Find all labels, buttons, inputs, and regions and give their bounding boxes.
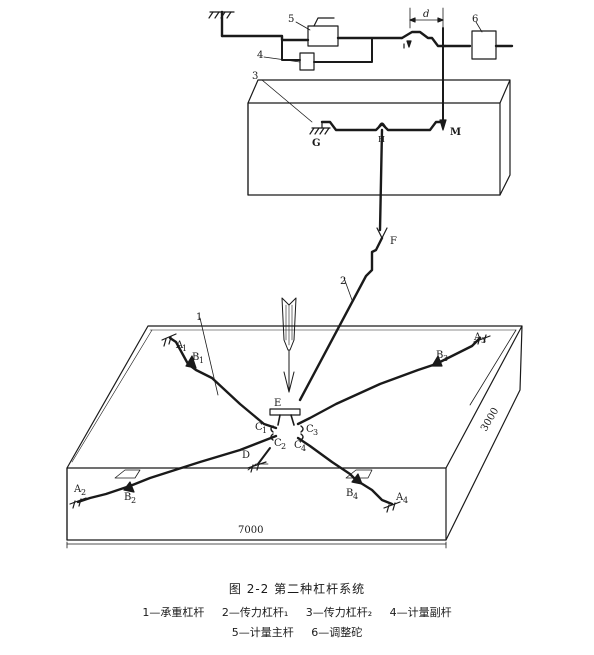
label-c2-sub: 2 [281,442,286,451]
legend-item-2: 2—传力杠杆₁ [221,606,289,619]
pivot-knife-edge [403,40,412,49]
legend-item-5: 5—计量主杆 [231,626,294,639]
ground-support-d [247,447,271,473]
label-part-1: 1 [196,312,202,323]
metering-main-lever [220,17,514,60]
label-b1: B [192,352,199,363]
label-b2-sub: 2 [131,496,136,505]
label-h: H [378,135,385,144]
label-c2: C [274,438,282,449]
ground-support-a2 [69,497,87,509]
figure-legend-line-2: 5—计量主杆 6—调整砣 [0,624,594,640]
figure-caption-title: 图 2-2 第二种杠杆系统 [228,582,366,596]
top-ground-support [208,10,235,38]
label-dimension-d: d [423,9,429,20]
label-c4-sub: 4 [301,444,306,453]
label-c3: C [306,424,314,435]
label-a3-sub: 3 [481,336,486,345]
label-b3: B [436,350,443,361]
label-c1-sub: 1 [262,426,267,435]
weighing-platform [66,325,523,549]
dimension-d [409,7,444,29]
label-dimension-depth: 3000 [479,406,501,434]
label-part-5: 5 [288,14,294,25]
center-bracket-e [269,408,301,426]
label-part-2: 2 [340,276,346,287]
label-b3-sub: 3 [443,354,448,363]
label-e: E [274,398,281,409]
label-b4: B [346,488,353,499]
transfer-lever-housing [247,79,511,196]
label-a3: A [473,332,482,343]
label-f: F [390,236,397,247]
lever-system-diagram: 5 4 3 6 d G H M F 2 1 A 1 B 1 A 3 B 3 E … [66,7,523,549]
label-part-6: 6 [472,14,478,25]
ground-support-a3 [473,334,491,345]
legend-item-4: 4—计量副杆 [389,606,452,619]
legend-item-6: 6—调整砣 [311,626,363,639]
label-b2: B [124,492,131,503]
label-a1: A [175,340,184,351]
label-g: G [312,138,321,149]
load-arrow [281,297,297,393]
label-a4: A [395,492,404,503]
label-m: M [450,127,461,138]
label-c3-sub: 3 [313,428,318,437]
ground-support-a4 [383,501,401,513]
label-dimension-width: 7000 [238,525,263,536]
label-d: D [242,450,250,461]
label-a2: A [73,484,82,495]
ground-support-g [309,121,331,135]
label-a2-sub: 2 [81,488,86,497]
load-lever-1 [69,277,491,513]
label-part-4: 4 [257,50,263,61]
label-b1-sub: 1 [199,356,204,365]
label-part-3: 3 [252,71,258,82]
label-a1-sub: 1 [182,344,187,353]
transfer-lever-1 [298,128,388,402]
metering-lever-assembly [208,7,514,131]
ground-support-a1 [161,333,177,347]
label-c4: C [294,440,302,451]
figure-legend-line-1: 1—承重杠杆 2—传力杠杆₁ 3—传力杠杆₂ 4—计量副杆 [0,604,594,620]
label-c1: C [255,422,263,433]
label-a4-sub: 4 [403,496,408,505]
legend-item-3: 3—传力杠杆₂ [305,606,373,619]
legend-item-1: 1—承重杠杆 [142,606,205,619]
label-b4-sub: 4 [353,492,358,501]
labels: 5 4 3 6 d G H M F 2 1 A 1 B 1 A 3 B 3 E … [73,9,501,536]
transfer-lever-2 [261,79,445,135]
metering-sub-lever [281,37,373,71]
